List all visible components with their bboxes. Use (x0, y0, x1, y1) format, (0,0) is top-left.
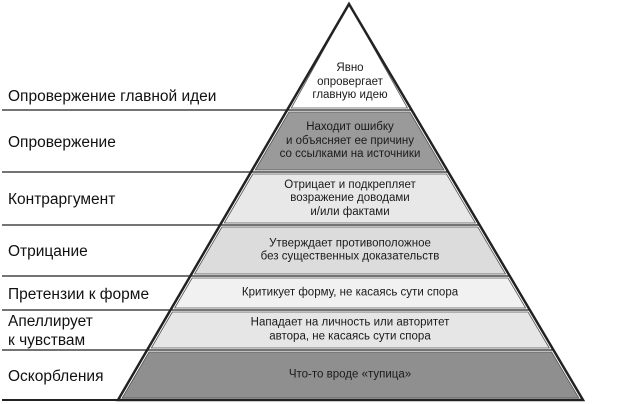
pyramid-level-5-band (173, 277, 527, 309)
pyramid-level-2-band (254, 111, 445, 171)
pyramid-level-3-band (223, 173, 477, 224)
level-3-label: Контраргумент (8, 191, 116, 208)
level-2-label: Опровержение (8, 133, 116, 151)
level-1-label: Опровержение главной идеи (8, 88, 217, 105)
level-5-description: Критикует форму, не касаясь сути спора (241, 286, 459, 299)
level-4-description: Утверждает противоположное без существен… (260, 237, 440, 263)
pyramid-level-7-band (121, 351, 580, 399)
level-5-label: Претензии к форме (8, 285, 150, 303)
level-1-description: Явно опровергает главную идею (312, 61, 388, 101)
level-7-label: Оскорбления (8, 367, 104, 385)
pyramid-level-1-band (290, 3, 409, 109)
level-6-description: Нападает на личность или авторитет автор… (250, 316, 450, 343)
level-3-description: Отрицает и подкрепляет возражение довода… (284, 178, 416, 218)
pyramid-level-4-band (193, 226, 507, 275)
level-6-label: Апеллирует к чувствам (8, 313, 93, 349)
pyramid-level-6-band (150, 311, 550, 349)
level-4-label: Отрицание (8, 243, 88, 260)
level-7-description: Что-то вроде «тупица» (288, 368, 412, 381)
level-2-description: Находит ошибку и объясняет ее причину со… (279, 120, 421, 160)
